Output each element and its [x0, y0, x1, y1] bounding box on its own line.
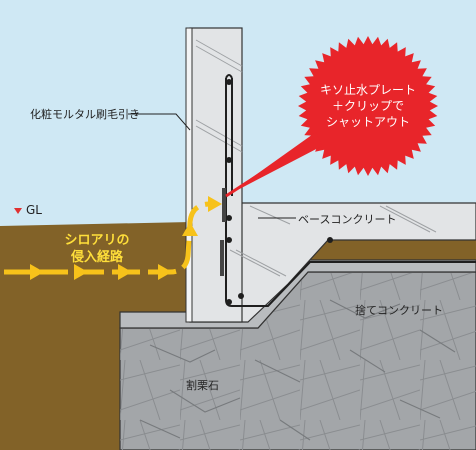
foundation-wall — [189, 27, 243, 323]
termite-path — [4, 201, 211, 275]
callout-line-2: ＋クリップで — [331, 99, 404, 113]
base-concrete-label: ベースコンクリート — [298, 213, 397, 226]
gl-marker-icon — [14, 208, 22, 214]
callout-burst-shape — [298, 36, 438, 176]
callout-text: キソ止水プレート ＋クリップで シャットアウト — [313, 82, 423, 130]
rebar — [225, 74, 476, 307]
lean-concrete-label: 捨てコンクリート — [355, 304, 443, 317]
waterproof-plate — [222, 188, 226, 222]
crushed-stone-label: 割栗石 — [186, 379, 219, 392]
callout-line-3: シャットアウト — [325, 115, 410, 129]
callout-line-1: キソ止水プレート — [319, 83, 416, 97]
mortar-finish-label: 化粧モルタル刷毛引き — [30, 108, 140, 121]
stone-cracks — [139, 299, 456, 441]
mortar-finish-strip — [185, 27, 193, 323]
termite-line-1: シロアリの — [64, 233, 130, 248]
gl-label: GL — [26, 203, 42, 217]
rebar-dots — [226, 79, 333, 305]
mortar-leader — [128, 113, 191, 131]
termite-arrowheads — [30, 196, 222, 280]
concrete-hatching — [195, 39, 437, 277]
callout-burst — [298, 36, 438, 176]
termite-line-2: 侵入経路 — [70, 250, 123, 265]
clip — [220, 240, 224, 276]
termite-route-label: シロアリの 侵入経路 — [52, 232, 142, 266]
